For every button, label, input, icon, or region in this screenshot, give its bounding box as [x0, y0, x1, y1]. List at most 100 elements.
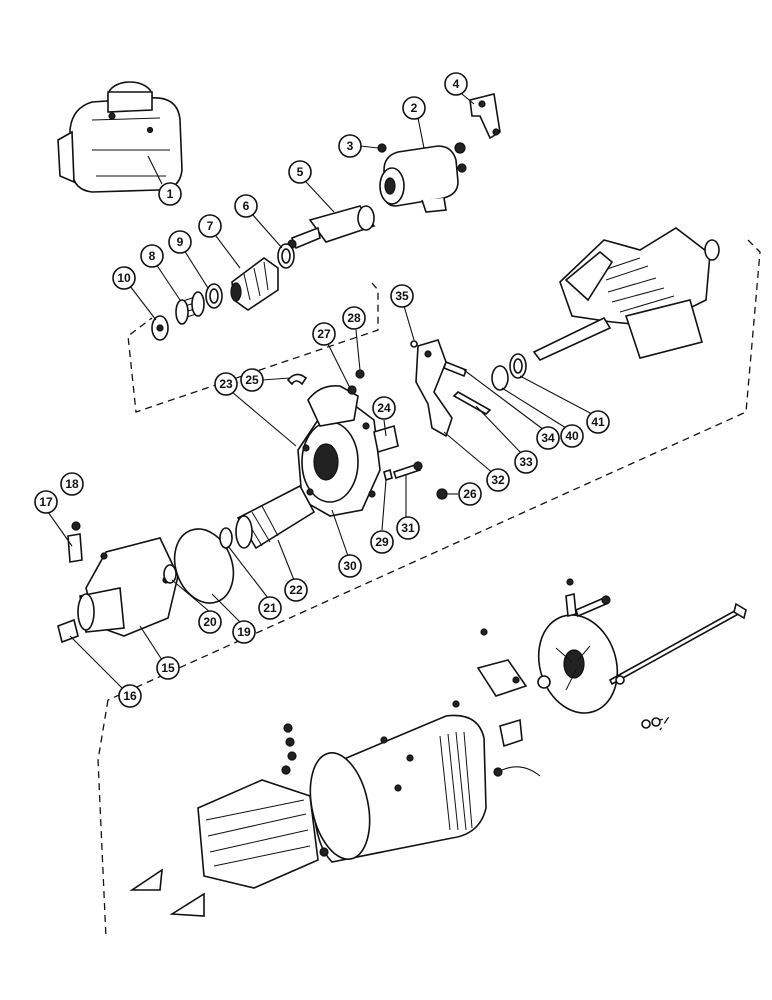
plunger-illustration — [287, 205, 376, 250]
callout-19: 19 — [232, 620, 256, 644]
callout-4-label: 4 — [453, 77, 460, 91]
end-frame-pin-illustration — [565, 578, 577, 618]
callout-33-label: 33 — [519, 455, 533, 469]
washer-21-illustration — [219, 527, 233, 549]
field-frame-illustration — [309, 714, 487, 863]
callout-19-label: 19 — [237, 625, 251, 639]
callout-32: 32 — [486, 468, 510, 492]
callout-22: 22 — [284, 578, 308, 602]
callout-4: 4 — [444, 72, 468, 96]
pinion-gear-illustration — [235, 484, 316, 550]
callout-18-label: 18 — [65, 477, 79, 491]
callout-32-label: 32 — [491, 473, 505, 487]
callout-31: 31 — [396, 516, 420, 540]
washer-9-illustration — [205, 283, 223, 309]
callout-26: 26 — [458, 482, 482, 506]
key-29-illustration — [383, 468, 393, 482]
terminal-lead-illustration — [493, 766, 541, 777]
callout-41: 41 — [586, 410, 610, 434]
clip-25-illustration — [286, 373, 308, 386]
callout-29: 29 — [370, 530, 394, 554]
callout-40: 40 — [560, 424, 584, 448]
solenoid-illustration — [379, 142, 467, 213]
callout-30-label: 30 — [343, 559, 357, 573]
callout-7-label: 7 — [207, 219, 214, 233]
callout-10: 10 — [112, 266, 136, 290]
callout-27-label: 27 — [317, 327, 331, 341]
callout-27: 27 — [312, 322, 336, 346]
through-bolt-illustration — [608, 602, 747, 686]
callout-28: 28 — [342, 306, 366, 330]
callout-28-label: 28 — [347, 311, 361, 325]
screw-3-illustration — [377, 143, 387, 153]
callout-3-label: 3 — [347, 139, 354, 153]
leader-lines — [47, 93, 593, 691]
callout-40-label: 40 — [565, 429, 579, 443]
pin-34-illustration — [443, 360, 467, 378]
callout-8-label: 8 — [149, 249, 156, 263]
callout-35-label: 35 — [395, 289, 409, 303]
callout-10-label: 10 — [117, 271, 131, 285]
washer-6-illustration — [277, 243, 295, 269]
callout-6-label: 6 — [243, 199, 250, 213]
spring-illustration — [175, 291, 205, 325]
o-ring-19-illustration — [173, 528, 235, 604]
callout-29-label: 29 — [375, 535, 389, 549]
callout-9: 9 — [168, 230, 192, 254]
callout-21-label: 21 — [263, 601, 277, 615]
callout-33: 33 — [514, 450, 538, 474]
callout-17-label: 17 — [39, 495, 53, 509]
callout-34-label: 34 — [541, 431, 555, 445]
small-washers-illustration — [452, 628, 661, 729]
nut-26-illustration — [436, 488, 448, 500]
terminal-strap-illustration — [469, 93, 501, 140]
plug-17-illustration — [67, 533, 83, 563]
callout-5-label: 5 — [297, 165, 304, 179]
callout-24: 24 — [372, 396, 396, 420]
callout-17: 17 — [34, 490, 58, 514]
callout-16: 16 — [118, 684, 142, 708]
end-frame-bolt-illustration — [575, 595, 611, 618]
callout-3: 3 — [338, 134, 362, 158]
callout-30: 30 — [338, 554, 362, 578]
callout-2-label: 2 — [411, 101, 418, 115]
callout-2: 2 — [402, 96, 426, 120]
armature-illustration — [532, 227, 720, 361]
ring-35-illustration — [410, 340, 418, 348]
callout-23-label: 23 — [219, 377, 233, 391]
callout-24-label: 24 — [377, 401, 391, 415]
washer-20-illustration — [163, 564, 177, 584]
callout-7: 7 — [198, 214, 222, 238]
screw-28-illustration — [355, 369, 365, 379]
pole-screws-illustration — [281, 723, 297, 775]
commutator-end-frame-illustration — [537, 614, 619, 714]
collar-illustration — [151, 315, 169, 341]
callout-15: 15 — [156, 656, 180, 680]
drive-clutch-illustration — [230, 257, 279, 311]
callout-31-label: 31 — [401, 521, 415, 535]
callout-20-label: 20 — [203, 615, 217, 629]
brush-springs-illustration — [537, 675, 625, 689]
callout-8: 8 — [140, 244, 164, 268]
callout-1-label: 1 — [167, 187, 174, 201]
callout-16-label: 16 — [123, 689, 137, 703]
shift-lever-illustration — [415, 339, 453, 438]
bushing-24-illustration — [373, 424, 399, 454]
pole-shoe-triangles-illustration — [129, 868, 205, 917]
callout-15-label: 15 — [161, 661, 175, 675]
callout-25-label: 25 — [245, 373, 259, 387]
callout-21: 21 — [258, 596, 282, 620]
washer-40-illustration — [491, 365, 509, 391]
callout-6: 6 — [234, 194, 258, 218]
callout-18: 18 — [60, 472, 84, 496]
nose-housing-illustration — [77, 537, 179, 637]
starter-assembly-illustration — [57, 81, 183, 193]
callout-9-label: 9 — [177, 235, 184, 249]
pin-33-illustration — [452, 391, 492, 415]
washer-41-illustration — [509, 353, 527, 379]
field-coil-illustration — [197, 779, 329, 889]
callout-5: 5 — [288, 160, 312, 184]
callout-35: 35 — [390, 284, 414, 308]
screw-18-illustration — [71, 521, 81, 531]
